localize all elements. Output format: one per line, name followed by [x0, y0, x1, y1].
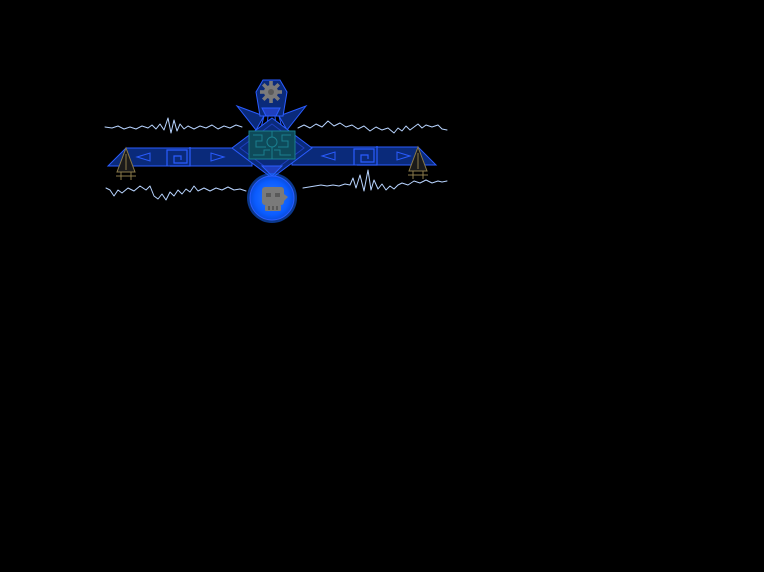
bottom-orb	[247, 173, 297, 223]
right-thruster	[408, 145, 428, 179]
top-emblem	[255, 79, 288, 117]
wing-arrows	[135, 151, 412, 162]
triangle-right-icon	[396, 151, 412, 161]
electric-arc-bottom-right	[302, 169, 448, 192]
central-core	[231, 117, 313, 179]
meander-right-outer	[357, 146, 378, 166]
crown-left-spike	[235, 104, 265, 131]
rocket-fin-icon	[116, 145, 428, 180]
electric-arc-bottom-left	[105, 185, 247, 201]
gear-icon	[260, 81, 282, 103]
greek-key-icon	[166, 146, 378, 167]
electric-arcs	[104, 117, 448, 201]
electric-arc-top-left	[104, 117, 243, 134]
triangle-left-icon	[135, 152, 151, 162]
meander-left	[166, 149, 188, 166]
crown-right-spike	[278, 104, 308, 131]
left-thruster	[116, 146, 136, 180]
triangle-left-icon	[320, 151, 336, 161]
core-circuit	[253, 131, 291, 159]
electric-arc-top-right	[297, 120, 448, 134]
triangle-right-icon	[210, 152, 226, 162]
skull-icon	[262, 187, 288, 211]
meander-right	[353, 148, 375, 165]
meander-left-outer	[170, 147, 191, 167]
